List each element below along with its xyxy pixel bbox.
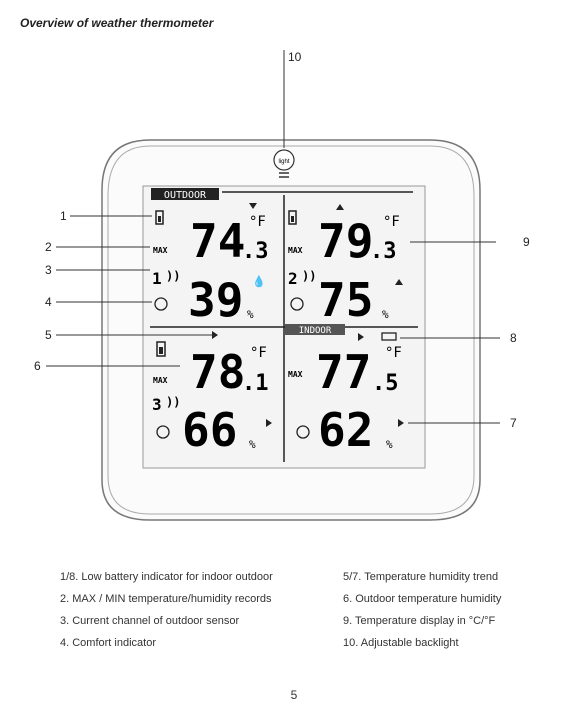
callout-2: 2 bbox=[45, 240, 52, 254]
callout-1: 1 bbox=[60, 209, 67, 223]
legend-item: 6. Outdoor temperature humidity bbox=[343, 593, 502, 605]
callout-9: 9 bbox=[523, 235, 530, 249]
trend-arrow-icon bbox=[266, 419, 272, 427]
comfort-face-icon bbox=[156, 425, 170, 439]
unit-f: °F bbox=[250, 345, 267, 361]
max-label: MAX bbox=[288, 246, 303, 255]
callout-4: 4 bbox=[45, 295, 52, 309]
legend-right: 5/7. Temperature humidity trend 6. Outdo… bbox=[343, 566, 501, 654]
temp-value: 77 bbox=[316, 345, 371, 399]
callout-5: 5 bbox=[45, 328, 52, 342]
humidity-value: 66 bbox=[182, 403, 237, 457]
unit-percent: % bbox=[382, 308, 389, 321]
temp-decimal: .1 bbox=[242, 371, 269, 396]
trend-arrow-icon bbox=[249, 203, 257, 209]
comfort-face-icon bbox=[296, 425, 310, 439]
legend-left: 1/8. Low battery indicator for indoor ou… bbox=[60, 566, 273, 654]
backlight-button bbox=[273, 149, 295, 171]
temp-decimal: .5 bbox=[372, 371, 399, 396]
trend-arrow-icon bbox=[212, 331, 218, 339]
unit-f: °F bbox=[385, 345, 402, 361]
page-heading: Overview of weather thermometer bbox=[20, 16, 214, 30]
light-label: light bbox=[278, 159, 289, 165]
temp-value: 79 bbox=[318, 214, 373, 268]
trend-arrow-icon bbox=[358, 333, 364, 341]
temp-value: 74 bbox=[190, 214, 245, 268]
legend-item: 2. MAX / MIN temperature/humidity record… bbox=[60, 593, 272, 605]
humidity-value: 75 bbox=[318, 273, 373, 327]
callout-7: 7 bbox=[510, 416, 517, 430]
channel-number: 2 bbox=[288, 269, 298, 288]
outdoor-label: OUTDOOR bbox=[164, 190, 207, 201]
channel-number: 1 bbox=[152, 269, 162, 288]
comfort-face-icon bbox=[154, 297, 168, 311]
battery-icon bbox=[288, 210, 297, 225]
signal-icon: )) bbox=[302, 269, 316, 283]
max-label: MAX bbox=[153, 246, 168, 255]
legend-item: 5/7. Temperature humidity trend bbox=[343, 571, 499, 583]
unit-f: °F bbox=[249, 214, 266, 230]
callout-8: 8 bbox=[510, 331, 517, 345]
legend-item: 4. Comfort indicator bbox=[60, 637, 156, 649]
callout-3: 3 bbox=[45, 263, 52, 277]
callout-6: 6 bbox=[34, 359, 41, 373]
unit-f: °F bbox=[383, 214, 400, 230]
legend-item: 9. Temperature display in °C/°F bbox=[343, 615, 496, 627]
unit-percent: % bbox=[249, 438, 256, 451]
legend-item: 10. Adjustable backlight bbox=[343, 637, 459, 649]
temp-decimal: .3 bbox=[370, 239, 397, 264]
humidity-value: 62 bbox=[318, 403, 373, 457]
legend-item: 1/8. Low battery indicator for indoor ou… bbox=[60, 571, 273, 583]
temp-value: 78 bbox=[190, 345, 245, 399]
signal-icon: )) bbox=[166, 269, 180, 283]
indoor-label: INDOOR bbox=[299, 326, 332, 336]
trend-arrow-icon bbox=[336, 204, 344, 210]
battery-icon bbox=[381, 332, 397, 341]
battery-icon bbox=[155, 210, 164, 225]
drop-icon: 💧 bbox=[252, 275, 266, 288]
legend-item: 3. Current channel of outdoor sensor bbox=[60, 615, 240, 627]
temp-decimal: .3 bbox=[242, 239, 269, 264]
callout-10: 10 bbox=[288, 50, 302, 64]
comfort-face-icon bbox=[290, 297, 304, 311]
signal-icon: )) bbox=[166, 395, 180, 409]
thermometer-diagram: light OUTDOOR INDOOR MAX 74 .3 °F 1 )) 3… bbox=[34, 50, 530, 521]
channel-number: 3 bbox=[152, 395, 162, 414]
page-number: 5 bbox=[290, 688, 298, 702]
trend-arrow-icon bbox=[395, 279, 403, 285]
unit-percent: % bbox=[386, 438, 393, 451]
humidity-value: 39 bbox=[188, 273, 243, 327]
max-label: MAX bbox=[153, 376, 168, 385]
unit-percent: % bbox=[247, 308, 254, 321]
max-label: MAX bbox=[288, 370, 303, 379]
battery-icon bbox=[156, 341, 166, 357]
trend-arrow-icon bbox=[398, 419, 404, 427]
